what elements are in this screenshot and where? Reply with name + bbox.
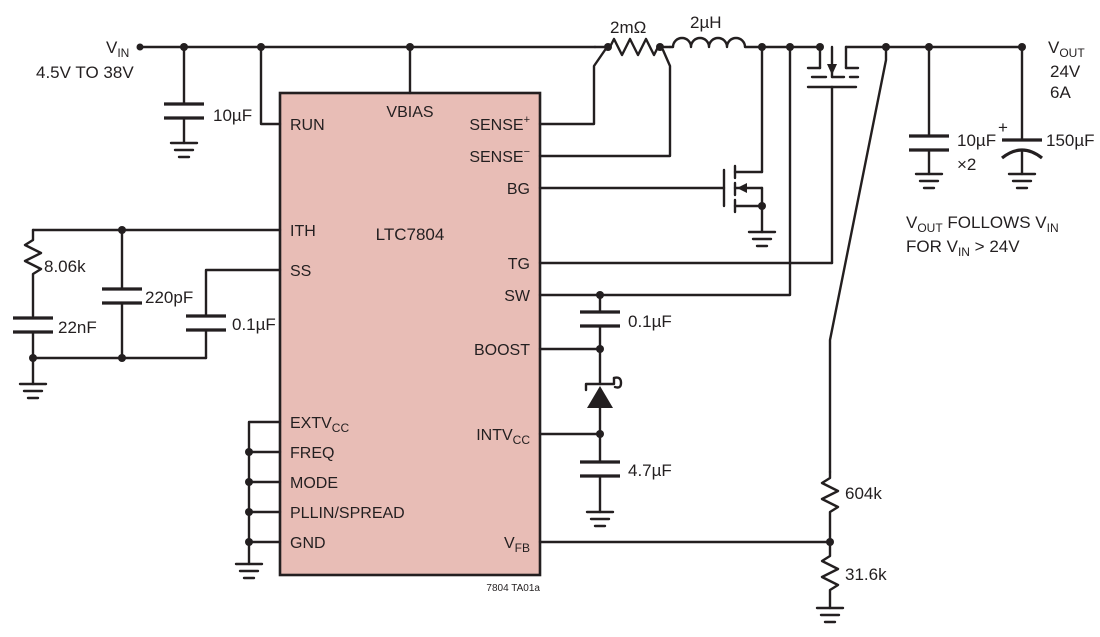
- note-line-2: FOR VIN > 24V: [906, 237, 1020, 259]
- ic-name: LTC7804: [376, 225, 445, 244]
- vout-feedback-wire: [828, 45, 888, 474]
- pin-vbias: VBIAS: [386, 104, 433, 121]
- rsense-symbol: [593, 37, 672, 57]
- diode-triangle: [587, 386, 613, 408]
- cboost-value: 0.1µF: [628, 312, 672, 331]
- ground-symbol: [585, 510, 615, 528]
- r-ith-symbol: [23, 228, 43, 318]
- junction-dot: [29, 354, 37, 362]
- cout2-value: 150µF: [1046, 131, 1095, 150]
- vout-current: 6A: [1050, 83, 1071, 102]
- ss-wire: [204, 268, 282, 318]
- rsense-value: 2mΩ: [610, 18, 646, 37]
- pin-pllin-spread: PLLIN/SPREAD: [290, 505, 405, 522]
- c-ss-value: 0.1µF: [232, 315, 276, 334]
- note-line-1: VOUT FOLLOWS VIN: [906, 213, 1059, 235]
- junction-dot: [245, 538, 253, 546]
- pin-intvcc: INTVCC: [476, 427, 530, 447]
- vout-label: VOUT: [1048, 38, 1085, 60]
- pin-mode: MODE: [290, 475, 338, 492]
- junction-dot: [816, 43, 824, 51]
- pin-gnd: GND: [290, 535, 326, 552]
- rfb-bot-symbol: [820, 540, 840, 610]
- pin-run: RUN: [290, 117, 325, 134]
- c-ith-hf-value: 220pF: [145, 288, 193, 307]
- ground-symbol: [169, 141, 199, 159]
- run-wire: [259, 45, 282, 126]
- ground-symbol: [18, 382, 48, 400]
- ground-symbol: [1007, 172, 1037, 190]
- pin-vfb: VFB: [504, 535, 530, 555]
- sense-plus-wire: [538, 48, 607, 126]
- pin-ith: ITH: [290, 223, 316, 240]
- vin-label: VIN: [106, 38, 129, 60]
- r-ith-value: 8.06k: [44, 257, 86, 276]
- cout1-multiplier: ×2: [957, 155, 976, 174]
- diode-schottky-hook: [612, 376, 623, 389]
- ground-symbol: [747, 230, 777, 248]
- cintvcc-value: 4.7µF: [628, 461, 672, 480]
- cout1-value: 10µF: [957, 131, 996, 150]
- top-mosfet: [806, 45, 860, 265]
- rfb-bot-value: 31.6k: [845, 565, 887, 584]
- c-ith-value: 22nF: [58, 318, 97, 337]
- ground-symbol: [234, 562, 264, 580]
- junction-dot: [245, 508, 253, 516]
- pin-ss: SS: [290, 263, 311, 280]
- sense-minus-wire: [538, 48, 672, 158]
- sw-wire: [538, 45, 792, 297]
- gnd-bus-wire: [247, 420, 282, 566]
- rfb-top-value: 604k: [845, 484, 882, 503]
- figure-id: 7804 TA01a: [486, 583, 540, 594]
- rfb-top-symbol: [820, 470, 840, 542]
- junction-dot: [245, 448, 253, 456]
- pin-tg: TG: [508, 256, 530, 273]
- ic-body: [278, 91, 542, 577]
- vin-range-label: 4.5V TO 38V: [36, 63, 134, 82]
- pin-bg: BG: [507, 181, 530, 198]
- diode-cathode: [584, 376, 616, 392]
- junction-dot: [118, 354, 126, 362]
- pin-sense-plus: SENSE+: [469, 114, 530, 134]
- pin-freq: FREQ: [290, 445, 334, 462]
- junction-dot: [656, 43, 664, 51]
- pin-extvcc: EXTVCC: [290, 415, 349, 435]
- cin-value: 10µF: [213, 106, 252, 125]
- inductor-value: 2µH: [690, 13, 722, 32]
- cout2-polarity: +: [998, 118, 1008, 137]
- pin-boost: BOOST: [474, 342, 530, 359]
- junction-dot: [245, 478, 253, 486]
- pin-sw: SW: [504, 288, 531, 305]
- ground-symbol: [914, 172, 944, 190]
- vout-voltage: 24V: [1050, 62, 1081, 81]
- vin-terminal: [136, 43, 144, 51]
- pin-sense-minus: SENSE−: [469, 146, 530, 166]
- bottom-mosfet: [538, 45, 766, 234]
- ground-symbol: [815, 606, 845, 624]
- inductor-symbol: [668, 36, 764, 49]
